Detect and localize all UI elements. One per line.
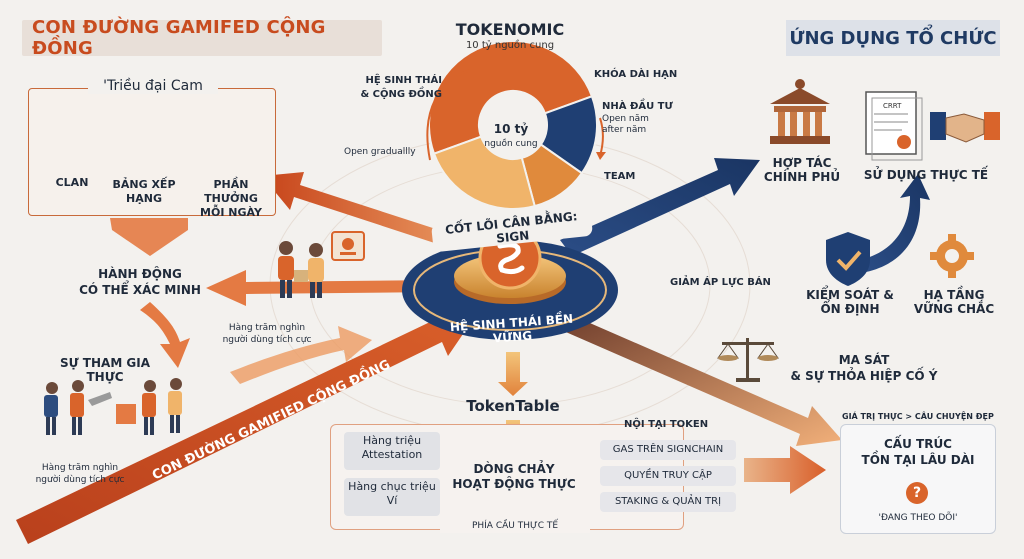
cam-dynasty-box [28, 88, 276, 216]
control-stability: KIỂM SOÁT & ỔN ĐỊNH [798, 288, 902, 316]
investor-note: Open năm after năm [602, 114, 672, 136]
attestation-2: Attestation [361, 448, 423, 461]
investor-arrow-head [596, 152, 606, 160]
verifiable-action-2: CÓ THỂ XÁC MINH [79, 283, 201, 297]
right-header: ỨNG DỤNG TỔ CHỨC [786, 20, 1000, 56]
watching-status: 'ĐANG THEO DÕI' [878, 513, 958, 523]
open-gradually-label: Open graduallly [344, 147, 416, 157]
doc-label: CRRT [883, 102, 902, 110]
structure-title-1: CẤU TRÚC [884, 437, 952, 451]
tokenomic-subtitle: 10 tỷ nguồn cung [465, 40, 555, 51]
slice-label-ecosystem: HỆ SINH THÁI & CỘNG ĐỒNG [352, 74, 442, 102]
cam-dynasty-title: 'Triều đại Cam [88, 78, 218, 94]
cam-item-daily-reward-1: PHẦN THƯỞNG [204, 178, 258, 205]
structure-title: CẤU TRÚC TỒN TẠI LÂU DÀI [848, 436, 988, 468]
active-users-note-1a: Hàng trăm nghìn [228, 323, 306, 333]
people-group-icon [44, 378, 182, 435]
investor-note-2: after năm [602, 125, 647, 135]
slice-label-ecosystem-2: & CỘNG ĐỒNG [360, 89, 442, 100]
arrow-cam-down [110, 218, 188, 256]
real-world-use: SỬ DỤNG THỰC TẾ [863, 168, 989, 182]
arrow-to-actions [206, 270, 440, 306]
people-handshake-icon [278, 241, 324, 298]
token-intrinsic-label: NỘI TẠI TOKEN [624, 419, 709, 430]
arrow-to-outcome [552, 310, 842, 446]
active-users-note-2: Hàng trăm nghìn người dùng tích cực [20, 462, 140, 486]
wallet-box: Hàng chục triệu Ví [344, 478, 440, 516]
pie-hole [479, 91, 547, 159]
slice-label-investor: NHÀ ĐẦU TƯ [602, 101, 673, 112]
cam-item-leaderboard-1: BẢNG XẾP [112, 178, 176, 191]
control-stability-1: KIỂM SOÁT & [806, 288, 894, 302]
friction-compromise: MA SÁT & SỰ THỎA HIỆP CỐ Ý [784, 352, 944, 384]
slice-label-ecosystem-1: HỆ SINH THÁI [365, 75, 442, 86]
handshake-icon [930, 112, 1000, 143]
pill-gas: GAS TRÊN SIGNCHAIN [600, 440, 736, 460]
government-collab: HỢP TÁC CHÍNH PHỦ [752, 156, 852, 184]
investor-note-1: Open năm [602, 114, 649, 124]
cam-item-daily-reward: PHẦN THƯỞNG MỖI NGÀY [186, 178, 276, 220]
gear-icon [930, 234, 974, 278]
solid-infrastructure: HẠ TẦNG VỮNG CHẮC [904, 288, 1004, 316]
friction-compromise-2: & SỰ THỎA HIỆP CỐ Ý [790, 369, 938, 383]
tokenomic-title: TOKENOMIC [455, 20, 565, 39]
control-stability-2: ỔN ĐỊNH [820, 302, 880, 316]
structure-box [840, 424, 996, 534]
shield-check-icon [826, 232, 870, 286]
pill-staking: STAKING & QUẢN TRỊ [600, 492, 736, 512]
arrow-down-tokentable [498, 352, 528, 396]
open-gradually-arrow [426, 69, 471, 161]
real-activity-flow-2: HOẠT ĐỘNG THỰC [452, 477, 576, 491]
attestation-1: Hàng triệu [362, 434, 422, 447]
arrow-verifiable-down [140, 302, 190, 368]
curved-up-arrow-right [860, 174, 930, 272]
government-collab-1: HỢP TÁC [772, 156, 832, 170]
attestation-box: Hàng triệu Attestation [344, 432, 440, 470]
real-activity-flow: DÒNG CHẢY HOẠT ĐỘNG THỰC [452, 462, 576, 492]
government-collab-2: CHÍNH PHỦ [763, 170, 841, 184]
cam-item-leaderboard: BẢNG XẾP HẠNG [104, 178, 184, 206]
verifiable-action: HÀNH ĐỘNG CÓ THỂ XÁC MINH [70, 266, 210, 298]
friction-compromise-1: MA SÁT [838, 353, 890, 367]
big-community-arrow [16, 308, 478, 544]
wallet-1: Hàng chục triệu [348, 480, 436, 493]
government-building-icon [770, 79, 830, 144]
certificate-document-icon [865, 91, 923, 161]
active-users-note-1b: người dùng tích cực [222, 335, 312, 345]
badge-screen-icon [331, 231, 365, 261]
verifiable-action-1: HÀNH ĐỘNG [98, 267, 182, 281]
reduce-sell-pressure: GIẢM ÁP LỰC BÁN [670, 277, 771, 288]
tokentable-title: TokenTable [466, 397, 560, 415]
solid-infrastructure-1: HẠ TẦNG [923, 288, 985, 302]
active-users-note-2a: Hàng trăm nghìn [41, 463, 119, 473]
real-value-label: GIÁ TRỊ THỰC > CÂU CHUYỆN ĐẸP [842, 412, 994, 421]
balance-scale-icon [717, 338, 779, 382]
cam-item-daily-reward-2: MỖI NGÀY [200, 206, 262, 219]
cam-item-clan: CLAN [55, 176, 89, 189]
structure-title-2: TỒN TẠI LÂU DÀI [861, 453, 975, 467]
pie-center-label: nguồn cung [484, 139, 538, 149]
slice-label-team: TEAM [604, 171, 636, 182]
active-users-note-1: Hàng trăm nghìn người dùng tích cực [212, 322, 322, 346]
arrow-to-cam [262, 172, 470, 252]
solid-infrastructure-2: VỮNG CHẮC [913, 302, 995, 316]
active-users-note-2b: người dùng tích cực [35, 475, 125, 485]
slice-label-locked: KHÓA DÀI HẠN [594, 69, 678, 80]
pill-access: QUYỀN TRUY CẬP [600, 466, 736, 486]
arrow-to-structure [744, 446, 826, 494]
pie-center-value: 10 tỷ [493, 122, 529, 136]
demand-side-label: PHÍA CẦU THỰC TẾ [440, 520, 590, 533]
cam-item-leaderboard-2: HẠNG [126, 192, 162, 205]
wallet-2: Ví [386, 494, 398, 507]
arrow-participation-center [230, 326, 372, 384]
real-participation: SỰ THAM GIA THỰC [59, 356, 151, 384]
question-icon: ? [906, 482, 928, 504]
arrow-to-government [560, 158, 760, 256]
left-header: CON ĐƯỜNG GAMIFED CỘNG ĐỒNG [22, 17, 382, 59]
real-activity-flow-1: DÒNG CHẢY [473, 462, 555, 476]
